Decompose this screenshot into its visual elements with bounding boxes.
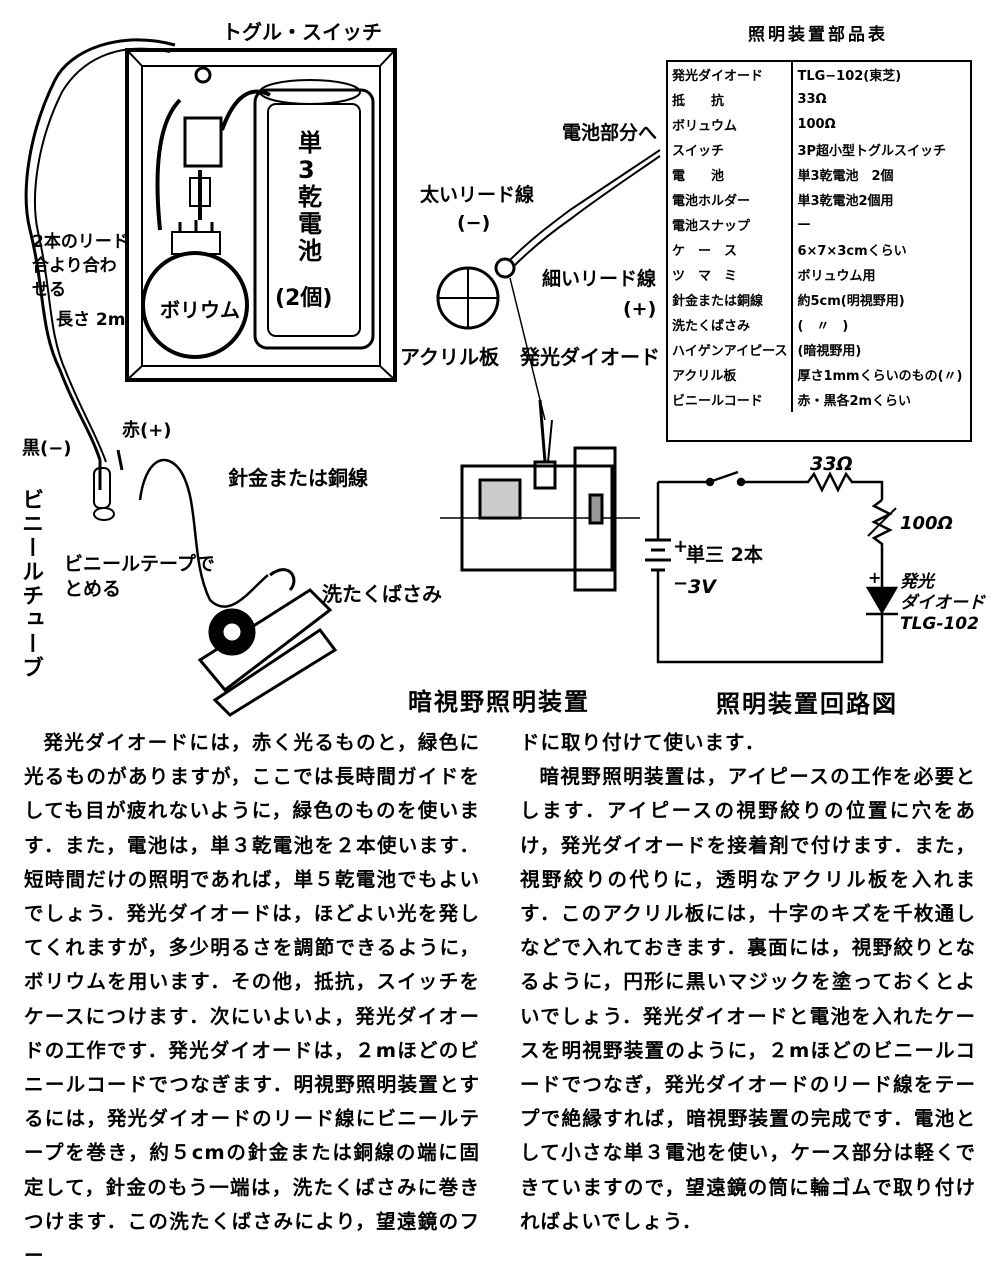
part-name-cell: ボリュウム	[668, 112, 794, 137]
eyepiece-drawing	[440, 399, 640, 592]
part-spec-cell: 約5cm(明視野用)	[797, 294, 905, 309]
part-spec-cell: 厚さ1mmくらいのもの(〃)	[797, 369, 963, 384]
circuit-battery-label: 単三 2本	[686, 544, 763, 566]
part-spec-cell: 単3乾電池2個用	[797, 194, 894, 209]
circuit-battery-minus: −	[673, 573, 689, 594]
circuit-voltage-label: 3V	[688, 576, 716, 598]
toggle-switch-label: トグル・スイッチ	[222, 20, 382, 44]
part-spec-cell: 単3乾電池 2個	[797, 169, 894, 184]
circuit-volume-label: 100Ω	[900, 513, 953, 534]
parts-table-title: 照明装置部品表	[748, 25, 888, 45]
parts-table-row: 電池ホルダー単3乾電池2個用	[668, 187, 970, 212]
wire-label: 針金または銅線	[228, 466, 368, 490]
part-name-cell: ハイゲンアイピース	[668, 337, 794, 362]
part-spec-cell: 33Ω	[797, 92, 827, 107]
vinyl-tube-label: ビニールチューブ	[18, 488, 43, 680]
battery-count-label: (2個)	[275, 286, 333, 311]
circuit-title: 照明装置回路図	[716, 690, 898, 718]
part-name-cell: 抵 抗	[668, 87, 794, 112]
part-spec-cell: —	[797, 217, 811, 232]
vinyl-tape-label: ビニールテープで とめる	[64, 553, 215, 600]
circuit-battery-plus: +	[673, 536, 689, 557]
parts-table-row: 針金または銅線約5cm(明視野用)	[668, 287, 970, 312]
length-label: 長さ 2m	[56, 310, 126, 330]
clothespin-drawing	[197, 568, 338, 717]
lead-cord-drawing	[24, 38, 269, 608]
body-text-right: ドに取り付けて使います． 暗視野照明装置は，アイピースの工作を必要とします．アイ…	[520, 726, 976, 1239]
circuit-led-plus: +	[868, 568, 882, 587]
thick-lead-minus-label: (−)	[457, 212, 491, 234]
part-spec-cell: ボリュウム用	[797, 269, 876, 284]
part-name-cell: スイッチ	[668, 137, 794, 162]
thin-lead-label: 細いリード線	[542, 268, 657, 290]
black-lead-label: 黒(−)	[22, 438, 72, 459]
battery-label: 単 3 乾 電 池	[298, 129, 322, 265]
red-lead-label: 赤(+)	[122, 420, 172, 441]
acrylic-label: アクリル板	[400, 345, 499, 369]
paragraph-right: 暗視野照明装置は，アイピースの工作を必要とします．アイピースの視野絞りの位置に穴…	[520, 765, 976, 1233]
led-label: 発光ダイオード	[520, 345, 660, 369]
illustration-canvas	[24, 38, 899, 717]
to-battery-label: 電池部分へ	[562, 122, 658, 144]
parts-table-row: アクリル板厚さ1mmくらいのもの(〃)	[668, 362, 970, 387]
circuit-resistor-label: 33Ω	[810, 453, 853, 475]
part-name-cell: ケ ー ス	[668, 237, 794, 262]
battery-case-drawing	[125, 48, 397, 382]
led-lead-drawing	[436, 149, 661, 421]
thick-lead-label: 太いリード線	[420, 184, 535, 206]
part-name-cell: ツ マ ミ	[668, 262, 794, 287]
part-name-cell: 電 池	[668, 162, 794, 187]
parts-table-row: 電 池単3乾電池 2個	[668, 162, 970, 187]
part-name-cell: 電池ホルダー	[668, 187, 794, 212]
part-name-cell: 針金または銅線	[668, 287, 794, 312]
thin-lead-plus-label: (+)	[623, 298, 657, 320]
circuit-drawing	[645, 470, 899, 664]
part-spec-cell: 赤・黒各2mくらい	[797, 394, 912, 409]
body-text-left: 発光ダイオードには，赤く光るものと，緑色に光るものがありますが，ここでは長時間ガ…	[24, 726, 480, 1273]
paragraph-right-cont: ドに取り付けて使います．	[520, 731, 766, 754]
parts-table-row: ハイゲンアイピース(暗視野用)	[668, 337, 970, 362]
parts-table-row: ビニールコード赤・黒各2mくらい	[668, 387, 970, 412]
parts-table-row: ツ マ ミボリュウム用	[668, 262, 970, 287]
part-spec-cell: 3P超小型トグルスイッチ	[797, 144, 947, 159]
lead-twist-label: 2本のリード 合より合わ せる	[32, 232, 129, 300]
clothespin-label: 洗たくばさみ	[322, 582, 442, 606]
volume-label: ボリウム	[160, 298, 240, 322]
part-spec-cell: (暗視野用)	[797, 344, 862, 359]
parts-table-row: 電池スナップ—	[668, 212, 970, 237]
part-spec-cell: 100Ω	[797, 117, 836, 132]
part-spec-cell: 6×7×3cmくらい	[797, 244, 907, 259]
parts-table-row: 洗たくばさみ( 〃 )	[668, 312, 970, 337]
device-title: 暗視野照明装置	[408, 688, 590, 716]
part-name-cell: 電池スナップ	[668, 212, 794, 237]
part-spec-cell: TLG−102(東芝)	[797, 69, 902, 84]
part-name-cell: ビニールコード	[668, 387, 794, 412]
part-name-cell: 発光ダイオード	[668, 62, 794, 87]
circuit-led-label: 発光 ダイオード TLG-102	[900, 572, 985, 634]
part-name-cell: 洗たくばさみ	[668, 312, 794, 337]
part-spec-cell: ( 〃 )	[797, 319, 849, 334]
part-name-cell: アクリル板	[668, 362, 794, 387]
paragraph-left: 発光ダイオードには，赤く光るものと，緑色に光るものがありますが，ここでは長時間ガ…	[24, 731, 480, 1268]
